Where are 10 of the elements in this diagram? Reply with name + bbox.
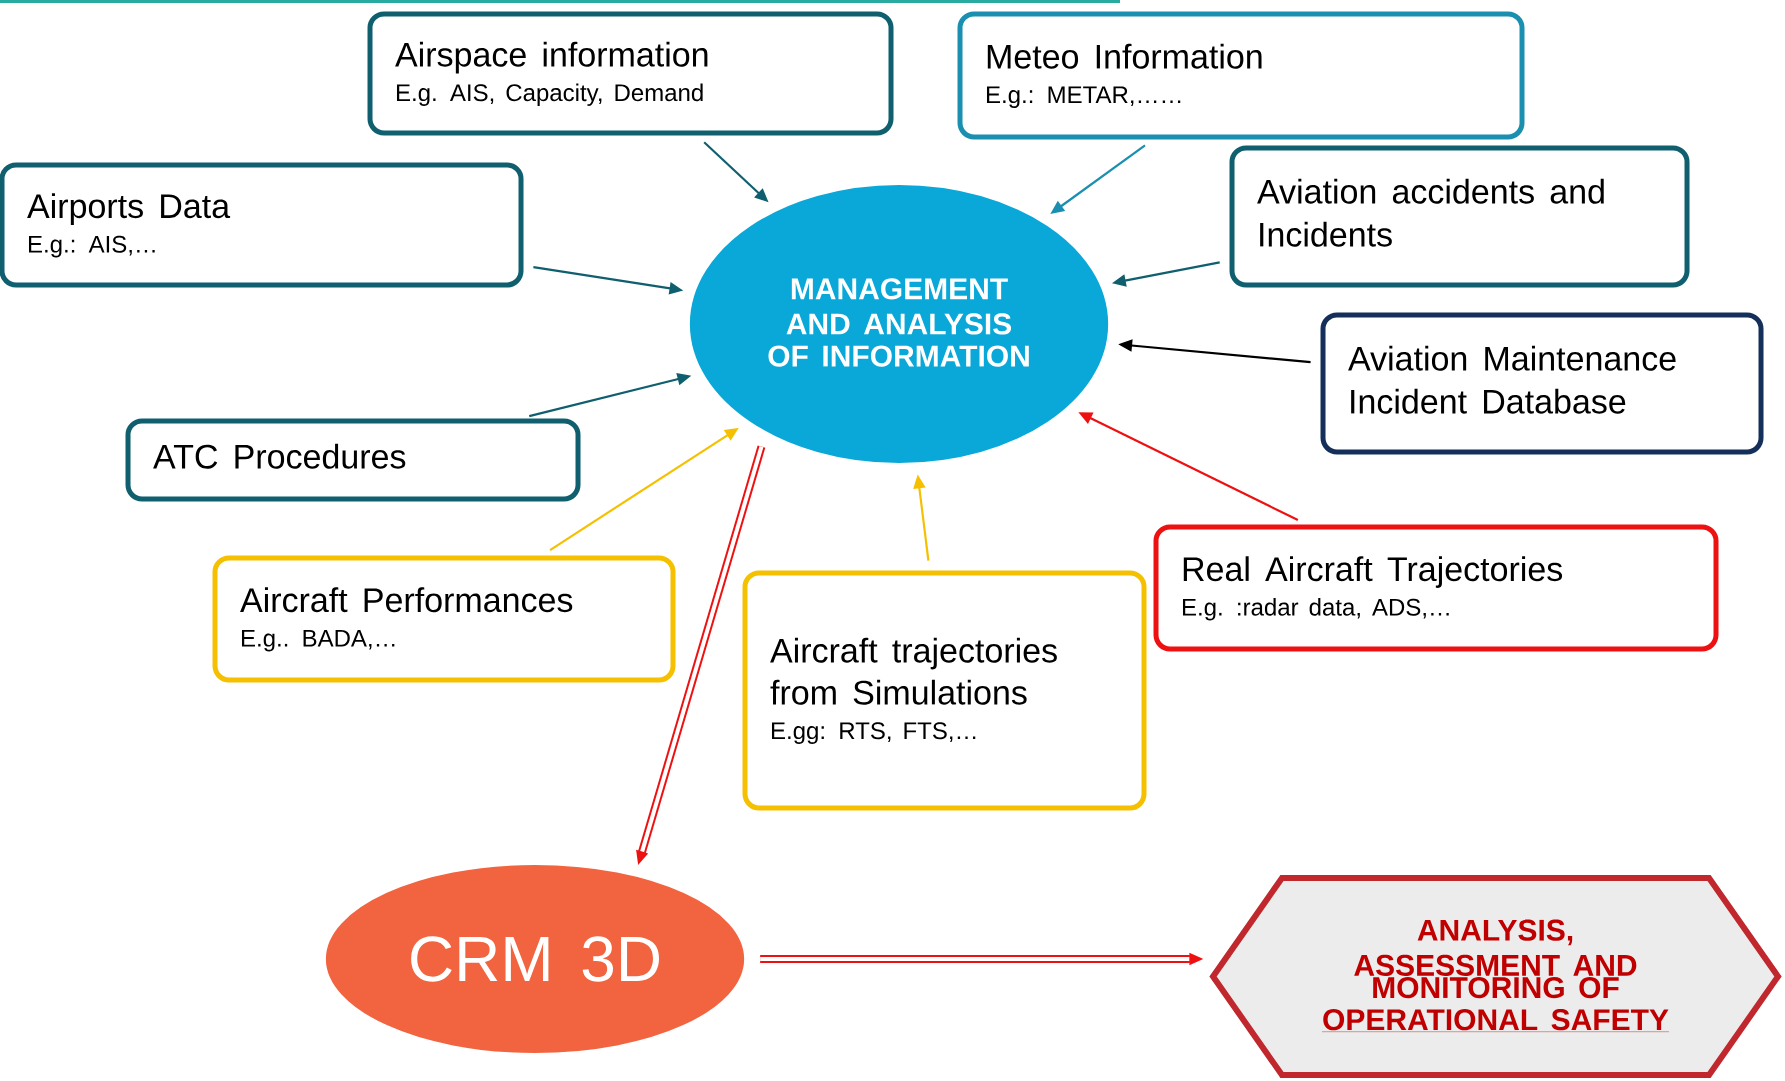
info-box: Meteo Information E.g.: METAR,…… xyxy=(957,11,1525,140)
info-box: ATC Procedures xyxy=(125,418,581,502)
info-box: Aviation Maintenance Incident Database xyxy=(1320,312,1764,455)
info-box: Real Aircraft Trajectories E.g. :radar data, ADS,… xyxy=(1153,524,1719,652)
info-box: Aviation accidents and Incidents xyxy=(1229,145,1690,288)
info-box: Airspace information E.g. AIS, Capacity, Demand xyxy=(367,11,894,136)
info-box: Airports Data E.g.: AIS,… xyxy=(0,162,524,288)
info-box: Aircraft trajectories from Simulations E.gg: RTS, FTS,… xyxy=(742,570,1147,811)
outcome-hexagon: ANALYSIS, ASSESSMENT AND MONITORING OF OPERATIONAL SAFETY xyxy=(1209,875,1782,1078)
info-box: Aircraft Performances E.g.. BADA,… xyxy=(212,555,676,683)
